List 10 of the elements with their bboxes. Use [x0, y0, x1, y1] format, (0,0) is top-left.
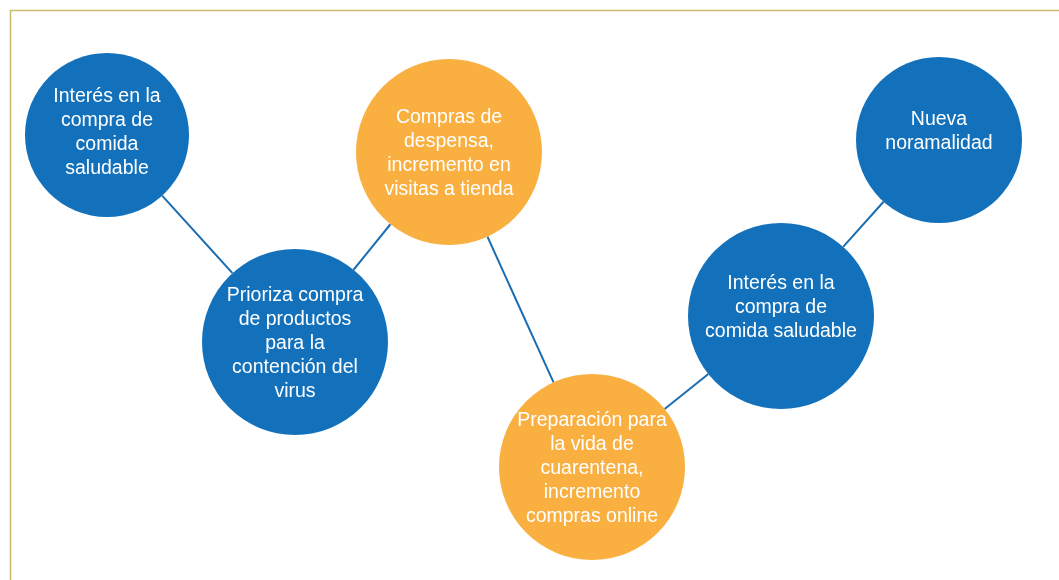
node-label: Nueva noramalidad — [884, 106, 994, 154]
node-label: Interés en la compra de comida saludable — [52, 83, 162, 179]
connector-line — [161, 194, 234, 275]
connector-line — [842, 200, 885, 248]
node-label: Preparación para la vida de cuarentena, incremento compras online — [516, 407, 668, 527]
node-label: Prioriza compra de productos para la contención del virus — [225, 282, 365, 402]
connector-line — [486, 235, 555, 384]
node-label: Interés en la compra de comida saludable — [704, 270, 858, 342]
connector-line — [352, 223, 392, 271]
node-label: Compras de despensa, incremento en visitas a tienda — [383, 104, 515, 200]
